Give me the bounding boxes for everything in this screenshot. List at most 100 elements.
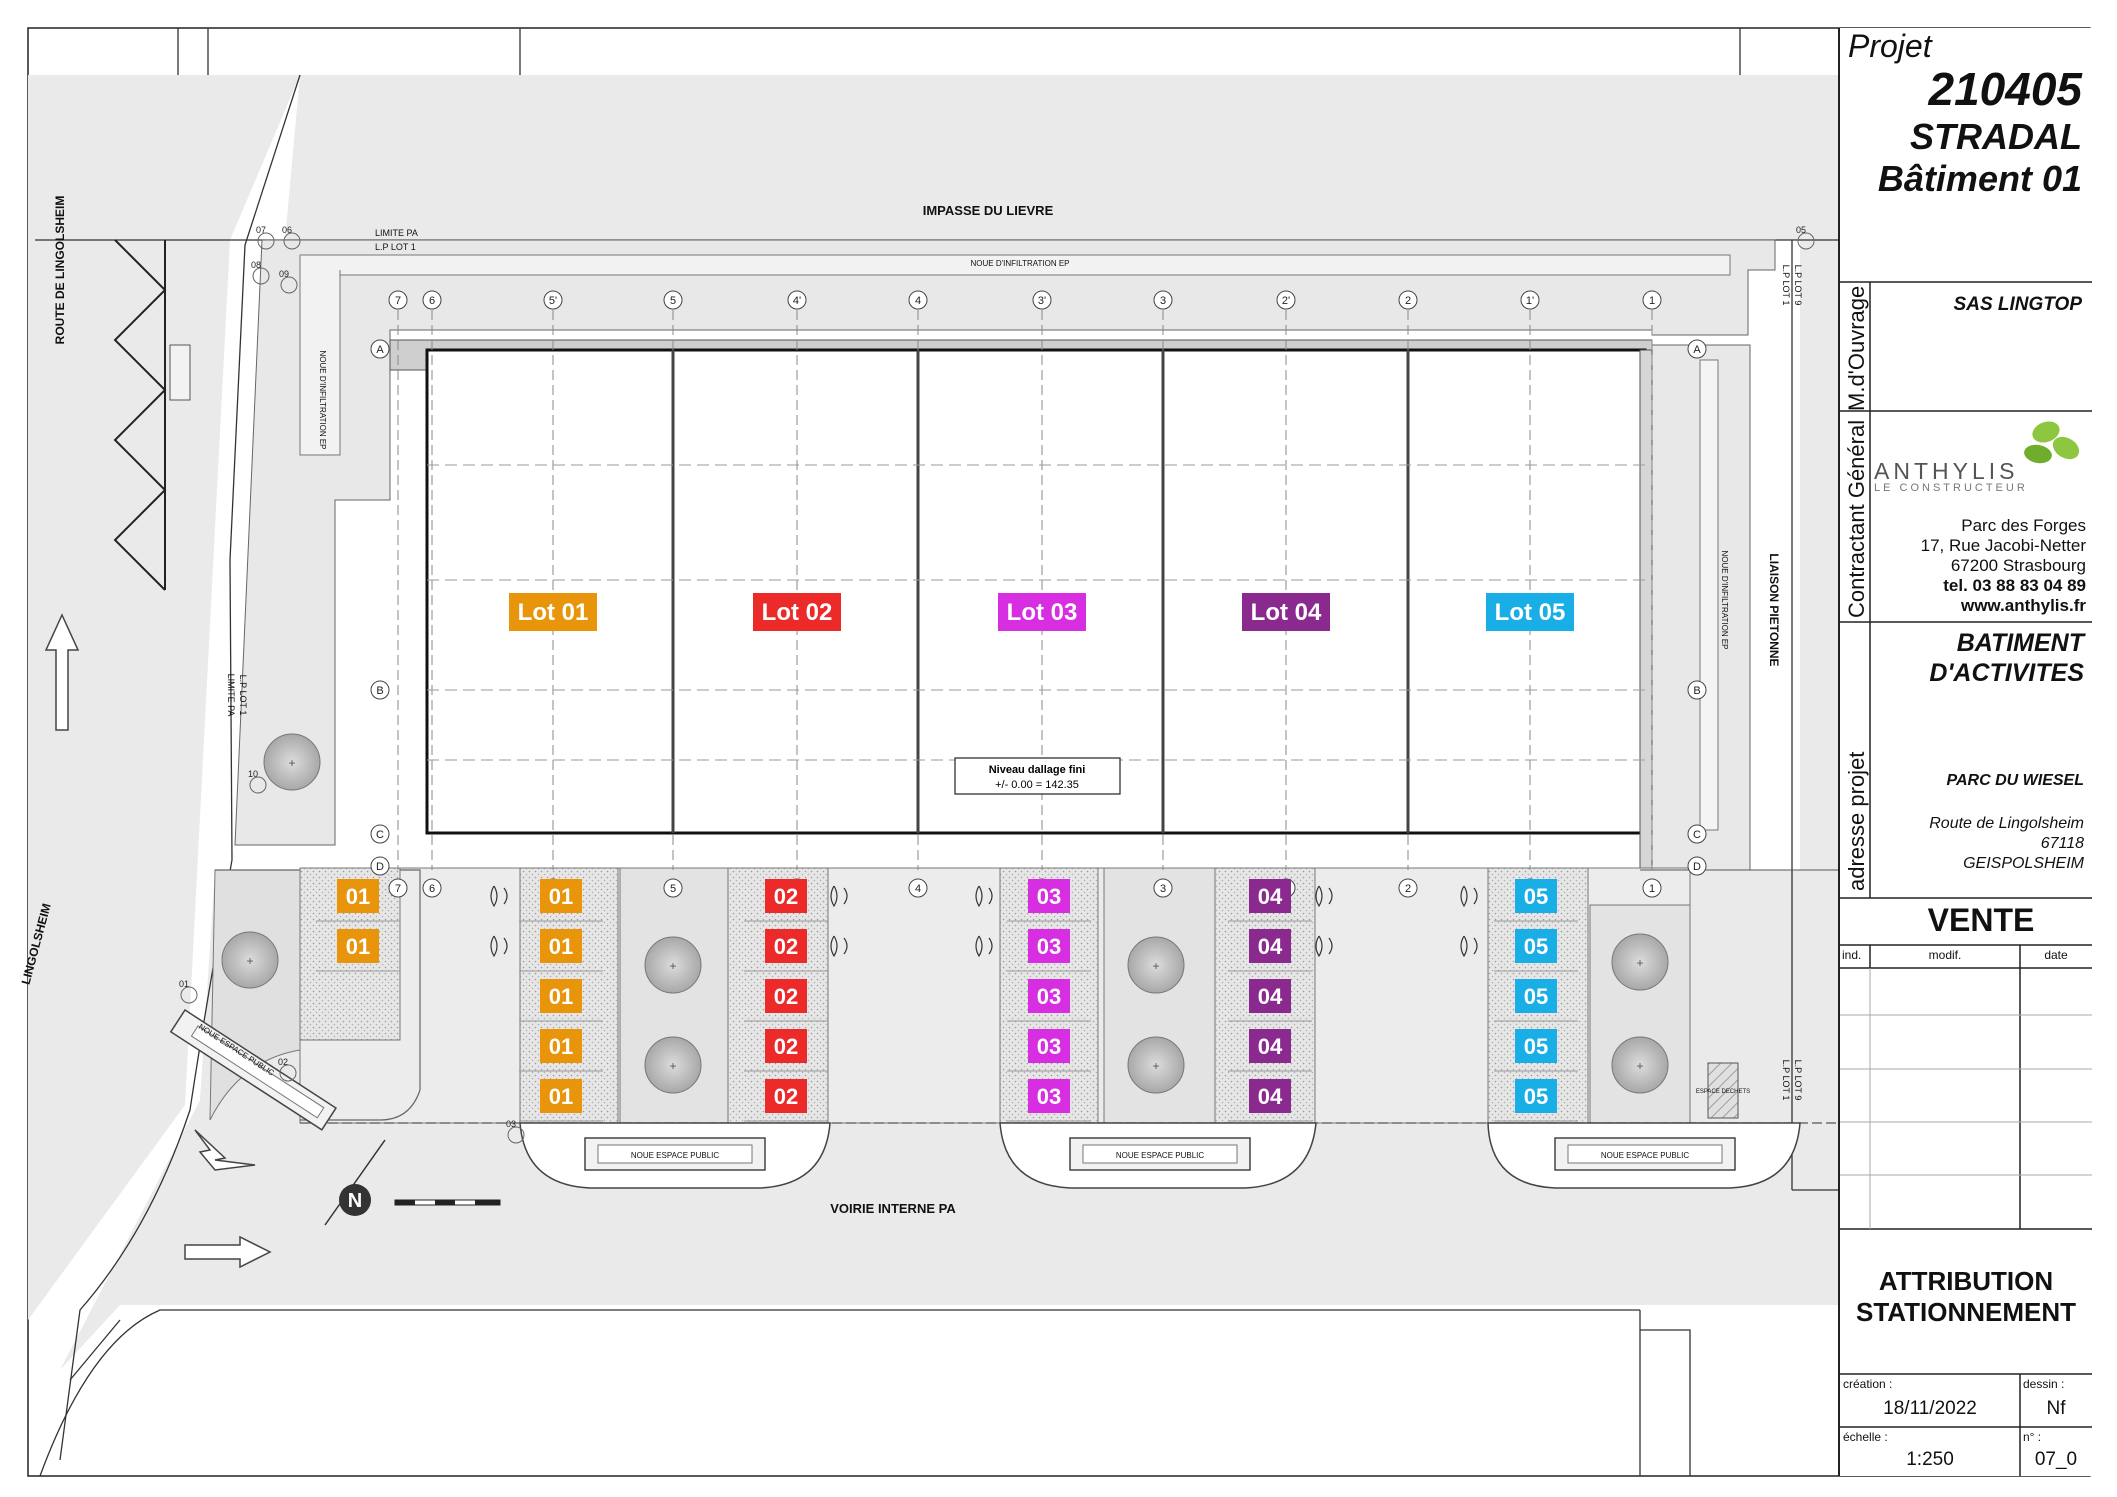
lightning-arrow-icon xyxy=(194,1129,256,1171)
svg-text:+: + xyxy=(669,959,676,973)
grid-bubble: B xyxy=(1687,680,1707,700)
svg-text:7: 7 xyxy=(395,883,401,895)
grid-bubble: 7 xyxy=(388,878,408,898)
svg-text:7: 7 xyxy=(395,295,401,307)
svg-text:+: + xyxy=(1152,1059,1159,1073)
parking-symbol-icon xyxy=(975,885,993,908)
svg-text:03: 03 xyxy=(506,1119,516,1129)
svg-text:+: + xyxy=(1636,1059,1643,1073)
lp-lot9-bot: L.P LOT 9 xyxy=(1793,1060,1803,1101)
parking-symbol-icon xyxy=(1460,885,1478,908)
svg-text:D: D xyxy=(1693,861,1701,873)
svg-text:04: 04 xyxy=(1258,984,1283,1009)
svg-text:01: 01 xyxy=(549,984,573,1009)
svg-text:C: C xyxy=(1693,829,1701,841)
parking-symbol-icon xyxy=(490,935,508,958)
svg-text:4: 4 xyxy=(915,295,921,307)
grid-bubble: 5' xyxy=(543,290,563,310)
svg-text:01: 01 xyxy=(549,934,573,959)
svg-text:03: 03 xyxy=(1037,1084,1061,1109)
parking-symbol-icon xyxy=(830,935,848,958)
svg-text:01: 01 xyxy=(549,1034,573,1059)
svg-text:Lot 04: Lot 04 xyxy=(1251,599,1322,626)
svg-text:4': 4' xyxy=(793,295,801,307)
street-liaison: LIAISON PIETONNE xyxy=(1767,553,1781,666)
grid-bubble: 2' xyxy=(1276,290,1296,310)
noue-ep-left: NOUE D'INFILTRATION EP xyxy=(318,350,327,449)
title-block: Projet 210405 STRADAL Bâtiment 01 M.d'Ou… xyxy=(1838,28,2092,1476)
grid-bubble: 4 xyxy=(908,878,928,898)
parking-space-badge: 01 xyxy=(316,929,400,972)
parking-space-badge: 05 xyxy=(1494,979,1578,1022)
grid-bubble: 1' xyxy=(1520,290,1540,310)
parking-space-badge: 03 xyxy=(1007,879,1091,922)
parking-space-badge: 02 xyxy=(744,979,828,1022)
svg-text:04: 04 xyxy=(1258,884,1283,909)
direction-arrows xyxy=(44,613,272,1269)
lot-label: Lot 04 xyxy=(1242,593,1330,631)
grid-bubble: A xyxy=(370,339,390,359)
phone-line: tel. 03 88 83 04 89 xyxy=(1943,576,2086,595)
lp-lot1-vertical: L.P LOT 1 xyxy=(238,675,248,716)
parking-symbol-icon xyxy=(1315,935,1333,958)
grid-bubble: 7 xyxy=(388,290,408,310)
lot-label: Lot 05 xyxy=(1486,593,1574,631)
site-address-line: GEISPOLSHEIM xyxy=(1963,855,2084,872)
noue-public-b: NOUE ESPACE PUBLIC xyxy=(1116,1151,1205,1160)
svg-text:2: 2 xyxy=(1405,883,1411,895)
svg-text:5: 5 xyxy=(670,883,676,895)
mo-label: M.d'Ouvrage xyxy=(1844,285,1869,411)
svg-text:04: 04 xyxy=(1258,1084,1283,1109)
svg-text:03: 03 xyxy=(1037,1034,1061,1059)
survey-point: 03 xyxy=(506,1119,525,1144)
building-type-1: BATIMENT xyxy=(1956,629,2084,657)
parking-space-badge: 03 xyxy=(1007,929,1091,972)
grid-bubble: D xyxy=(1687,856,1707,876)
parking-space-badge: 05 xyxy=(1494,1029,1578,1072)
parking-space-badge: 01 xyxy=(316,879,400,922)
svg-text:Lot 01: Lot 01 xyxy=(518,599,589,626)
grid-bubble: 4' xyxy=(787,290,807,310)
survey-point: 06 xyxy=(282,225,301,250)
svg-text:5': 5' xyxy=(549,295,557,307)
grid-bubble: B xyxy=(370,680,390,700)
parking-symbol-icon xyxy=(1460,935,1478,958)
site-address-line: 67118 xyxy=(2040,835,2084,852)
up-arrow-icon xyxy=(44,613,80,731)
svg-text:03: 03 xyxy=(1037,934,1061,959)
parking-space-badge: 04 xyxy=(1228,879,1312,922)
svg-text:+/- 0.00 = 142.35: +/- 0.00 = 142.35 xyxy=(995,779,1079,791)
svg-text:+: + xyxy=(1152,959,1159,973)
tree-icon: + xyxy=(1611,1036,1669,1094)
parking-space-badge: 05 xyxy=(1494,929,1578,972)
clover-icon xyxy=(2024,421,2080,464)
projet-label: Projet xyxy=(1848,28,1932,64)
cg-label: Contractant Général xyxy=(1844,419,1869,618)
svg-text:02: 02 xyxy=(774,1084,798,1109)
parking-space-badge: 04 xyxy=(1228,979,1312,1022)
street-impasse: IMPASSE DU LIEVRE xyxy=(923,203,1054,218)
survey-point: 02 xyxy=(278,1057,297,1082)
address-line: 67200 Strasbourg xyxy=(1950,556,2086,575)
svg-text:C: C xyxy=(376,829,384,841)
survey-point: 05 xyxy=(1796,225,1815,250)
sheet-title-2: STATIONNEMENT xyxy=(1855,1297,2077,1327)
zigzag-structure xyxy=(113,239,191,591)
dessin-label: dessin : xyxy=(2023,1377,2065,1391)
phase-label: VENTE xyxy=(1927,902,2035,938)
svg-text:2': 2' xyxy=(1282,295,1290,307)
parking-space-badge: 02 xyxy=(744,1079,828,1122)
noue-ep-top: NOUE D'INFILTRATION EP xyxy=(970,259,1069,268)
svg-text:03: 03 xyxy=(1037,884,1061,909)
project-building: Bâtiment 01 xyxy=(1877,158,2082,199)
address-line: 17, Rue Jacobi-Netter xyxy=(1920,536,2086,555)
building-type-2: D'ACTIVITES xyxy=(1929,659,2084,687)
parking-space-badge: 02 xyxy=(744,1029,828,1072)
espace-dechets: ESPACE DECHETS xyxy=(1696,1089,1750,1095)
svg-text:06: 06 xyxy=(282,225,292,235)
parking-space-badge: 01 xyxy=(519,979,603,1022)
grid-bubble: D xyxy=(370,856,390,876)
svg-text:07: 07 xyxy=(256,225,266,235)
mo-value: SAS LINGTOP xyxy=(1953,294,2082,315)
